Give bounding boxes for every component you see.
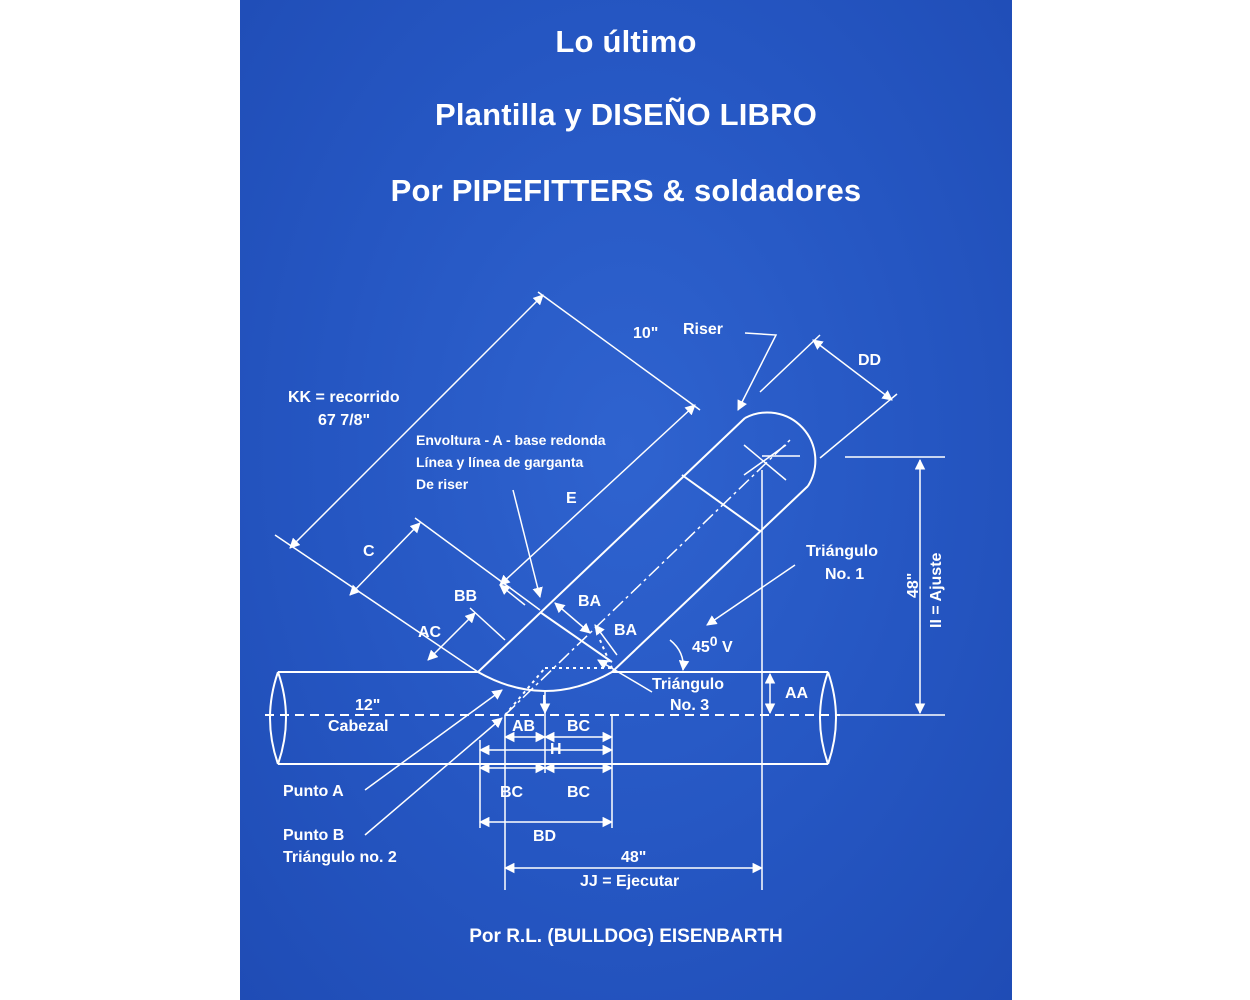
triangulo-1-line2: No. 1 — [825, 566, 864, 583]
triangulo-3-line1: Triángulo — [652, 676, 724, 693]
jj-label: JJ = Ejecutar — [580, 873, 679, 890]
bc-label-right: BC — [567, 784, 591, 801]
cabezal-label: Cabezal — [328, 718, 388, 735]
cover-title-line-2: Plantilla y DISEÑO LIBRO — [434, 97, 818, 132]
riser-label: Riser — [683, 321, 723, 338]
author-line: Por R.L. (BULLDOG) EISENBARTH — [469, 926, 783, 947]
pipe-layout-diagram: 10" Riser DD KK = recorrido 67 7/8" Envo… — [265, 291, 945, 890]
envoltura-label-line3: De riser — [416, 476, 469, 492]
aa-label: AA — [785, 685, 809, 702]
header-dim-label: 12" — [355, 697, 380, 714]
cover-title-line-3: Por PIPEFITTERS & soldadores — [390, 173, 862, 208]
triangulo-2-label: Triángulo no. 2 — [283, 849, 397, 866]
bc-label-top: BC — [567, 718, 591, 735]
book-cover: Lo último Plantilla y DISEÑO LIBRO Por P… — [240, 0, 1012, 1000]
ajuste-dim-label: 48" — [905, 573, 922, 598]
bb-label: BB — [454, 588, 477, 605]
triangulo-1-line1: Triángulo — [806, 543, 878, 560]
bc-label-left: BC — [500, 784, 524, 801]
dimension-lines — [274, 291, 945, 890]
kk-label-line1: KK = recorrido — [288, 389, 400, 406]
envoltura-label-line2: Línea y línea de garganta — [416, 454, 583, 470]
c-label: C — [363, 543, 375, 560]
riser-dim-label: 10" — [633, 325, 658, 342]
dd-label: DD — [858, 352, 881, 369]
punto-a-label: Punto A — [283, 783, 344, 800]
e-label: E — [566, 490, 577, 507]
header-pipe — [265, 671, 840, 765]
i-label: I — [542, 693, 546, 710]
ac-label: AC — [418, 624, 442, 641]
ab-label: AB — [512, 718, 535, 735]
envoltura-label-line1: Envoltura - A - base redonda — [416, 432, 606, 448]
h-label: H — [550, 741, 562, 758]
angle-label: 450 V — [692, 633, 733, 656]
run-dim-label: 48" — [621, 849, 646, 866]
ba-label-2: BA — [614, 622, 638, 639]
kk-label-line2: 67 7/8" — [318, 412, 370, 429]
punto-b-label: Punto B — [283, 827, 344, 844]
triangulo-3-line2: No. 3 — [670, 697, 709, 714]
ba-label-1: BA — [578, 593, 602, 610]
ajuste-label: II = Ajuste — [928, 552, 945, 628]
bd-label: BD — [533, 828, 556, 845]
diagram-labels: 10" Riser DD KK = recorrido 67 7/8" Envo… — [283, 321, 945, 890]
cover-title-line-1: Lo último — [555, 24, 697, 59]
